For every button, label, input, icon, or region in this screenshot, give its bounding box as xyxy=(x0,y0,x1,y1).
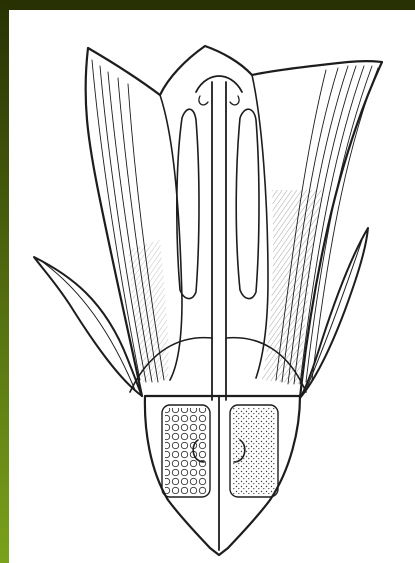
left-sepal xyxy=(34,257,142,396)
ovary-cells-left xyxy=(165,408,207,494)
stigma xyxy=(196,76,242,92)
left-sepal-vein xyxy=(44,263,135,390)
left-stamen xyxy=(177,109,199,298)
right-stamen xyxy=(236,109,259,298)
style-column xyxy=(212,82,226,400)
stigma-curl-right xyxy=(230,96,239,105)
stigma-curl-left xyxy=(199,96,208,105)
ovary-cells-right xyxy=(233,408,275,494)
inner-right-fold xyxy=(252,75,268,378)
